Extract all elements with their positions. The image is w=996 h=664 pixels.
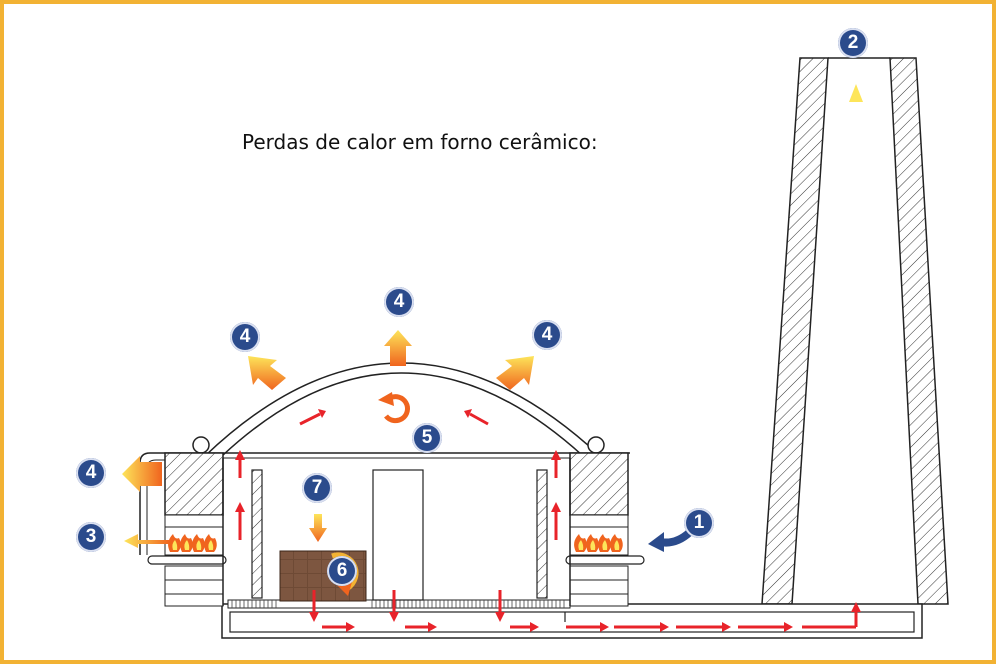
flue-channel <box>221 603 923 639</box>
flue-gas-arrow <box>849 84 863 612</box>
marker-4-dome-top-loss: 4 <box>384 287 414 317</box>
left-burner-flames <box>168 534 217 552</box>
marker-5-circulation: 5 <box>412 423 442 453</box>
right-burner-flames <box>574 534 623 552</box>
kiln-floor-grate <box>227 599 571 609</box>
air-intake-arrow-1 <box>648 528 693 552</box>
circulation-arrow-5 <box>378 392 410 424</box>
marker-4-dome-left-loss: 4 <box>230 322 260 352</box>
marker-4-wall-loss: 4 <box>76 458 106 488</box>
marker-3-burner-loss: 3 <box>76 522 106 552</box>
marker-7-ware-heating: 7 <box>302 473 332 503</box>
diagram-title: Perdas de calor em forno cerâmico: <box>242 130 598 154</box>
inner-chamber <box>251 469 548 601</box>
heat-loss-arrows <box>122 330 534 548</box>
marker-2-chimney: 2 <box>838 28 868 58</box>
hot-gas-flow-arrows <box>235 409 861 632</box>
marker-6-ware: 6 <box>327 556 357 586</box>
kiln-dome <box>165 362 630 459</box>
marker-1-air-intake: 1 <box>684 508 714 538</box>
marker-4-dome-right-loss: 4 <box>532 320 562 350</box>
